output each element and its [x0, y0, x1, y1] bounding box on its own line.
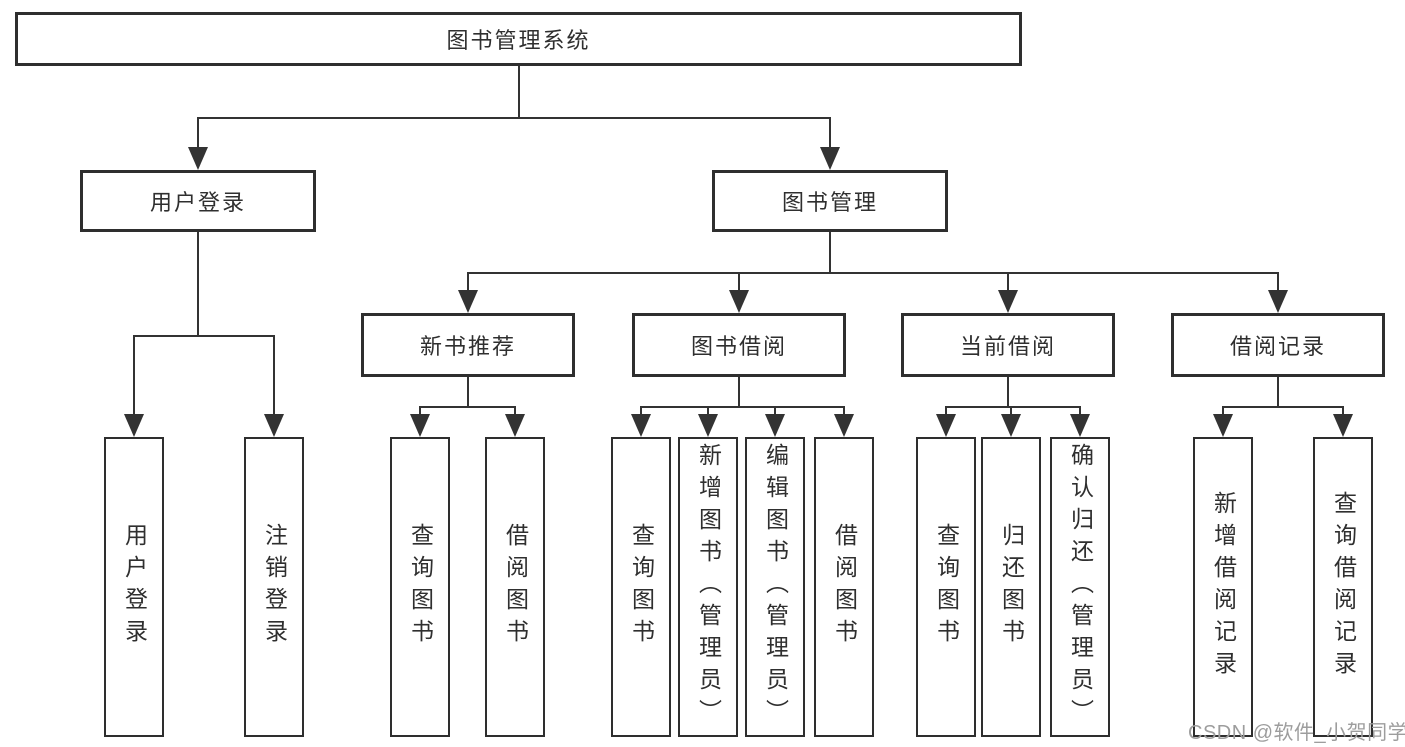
connector-drop	[1277, 272, 1279, 295]
arrow-down-icon	[458, 290, 478, 313]
connector-drop	[843, 406, 845, 419]
connector-stem	[1007, 377, 1009, 408]
node-label: 编辑图书（管理员）	[762, 443, 789, 731]
node-logout: 注销登录	[244, 437, 304, 737]
node-query-books-recommend: 查询图书	[390, 437, 450, 737]
connector-stem	[518, 66, 520, 119]
node-label: 当前借阅	[959, 334, 1056, 359]
connector-rail	[640, 406, 845, 408]
arrow-down-icon	[1333, 414, 1353, 437]
arrow-down-icon	[1213, 414, 1233, 437]
connector-drop	[829, 117, 831, 152]
connector-rail	[1222, 406, 1344, 408]
node-label: 查询图书	[407, 523, 434, 651]
connector-drop	[273, 335, 275, 419]
connector-drop	[1007, 272, 1009, 295]
node-return-books: 归还图书	[981, 437, 1041, 737]
node-borrow-books-borrowing: 借阅图书	[814, 437, 874, 737]
arrow-down-icon	[124, 414, 144, 437]
arrow-down-icon	[410, 414, 430, 437]
node-add-borrowing-record: 新增借阅记录	[1193, 437, 1253, 737]
connector-stem	[829, 232, 831, 274]
arrow-down-icon	[264, 414, 284, 437]
connector-stem	[738, 377, 740, 408]
node-label: 图书管理	[781, 190, 878, 215]
node-user-login: 用户登录	[104, 437, 164, 737]
node-query-borrowing-record: 查询借阅记录	[1313, 437, 1373, 737]
connector-drop	[738, 272, 740, 295]
connector-drop	[419, 406, 421, 419]
node-label: 查询图书	[933, 523, 960, 651]
watermark: CSDN @软件_小贺同学	[1188, 722, 1405, 744]
node-book-management: 图书管理	[712, 170, 948, 232]
arrow-down-icon	[1070, 414, 1090, 437]
node-label: 用户登录	[149, 190, 246, 215]
connector-drop	[467, 272, 469, 295]
arrow-down-icon	[1001, 414, 1021, 437]
node-user-login-group: 用户登录	[80, 170, 316, 232]
connector-drop	[640, 406, 642, 419]
connector-rail	[197, 117, 831, 119]
connector-stem	[197, 232, 199, 337]
node-book-borrowing: 图书借阅	[632, 313, 846, 377]
arrow-down-icon	[631, 414, 651, 437]
connector-drop	[945, 406, 947, 419]
node-label: 确认归还（管理员）	[1067, 443, 1094, 731]
connector-rail	[419, 406, 516, 408]
connector-drop	[133, 335, 135, 419]
arrow-down-icon	[834, 414, 854, 437]
node-label: 新书推荐	[419, 334, 516, 359]
node-label: 借阅图书	[502, 523, 529, 651]
node-edit-books-admin: 编辑图书（管理员）	[745, 437, 805, 737]
arrow-down-icon	[729, 290, 749, 313]
arrow-down-icon	[505, 414, 525, 437]
node-label: 借阅记录	[1229, 334, 1326, 359]
node-label: 用户登录	[121, 523, 148, 651]
connector-drop	[774, 406, 776, 419]
node-label: 新增图书（管理员）	[695, 443, 722, 731]
node-add-books-admin: 新增图书（管理员）	[678, 437, 738, 737]
node-label: 查询图书	[628, 523, 655, 651]
connector-rail	[467, 272, 1279, 274]
node-label: 借阅图书	[831, 523, 858, 651]
connector-drop	[1010, 406, 1012, 419]
node-label: 归还图书	[998, 523, 1025, 651]
node-query-books-borrowing: 查询图书	[611, 437, 671, 737]
node-borrowing-records: 借阅记录	[1171, 313, 1385, 377]
node-query-books-current: 查询图书	[916, 437, 976, 737]
node-label: 查询借阅记录	[1330, 491, 1357, 683]
arrow-down-icon	[820, 147, 840, 170]
node-label: 新增借阅记录	[1210, 491, 1237, 683]
connector-drop	[514, 406, 516, 419]
connector-drop	[707, 406, 709, 419]
node-new-book-recommend: 新书推荐	[361, 313, 575, 377]
connector-drop	[1342, 406, 1344, 419]
node-borrow-books-recommend: 借阅图书	[485, 437, 545, 737]
arrow-down-icon	[1268, 290, 1288, 313]
connector-drop	[1079, 406, 1081, 419]
node-label: 图书借阅	[690, 334, 787, 359]
connector-rail	[945, 406, 1081, 408]
node-current-borrowing: 当前借阅	[901, 313, 1115, 377]
arrow-down-icon	[698, 414, 718, 437]
node-library-management-system: 图书管理系统	[15, 12, 1022, 66]
arrow-down-icon	[765, 414, 785, 437]
connector-stem	[467, 377, 469, 408]
connector-stem	[1277, 377, 1279, 408]
node-label: 注销登录	[261, 523, 288, 651]
connector-drop	[1222, 406, 1224, 419]
arrow-down-icon	[998, 290, 1018, 313]
node-label: 图书管理系统	[446, 28, 591, 53]
connector-rail	[133, 335, 275, 337]
connector-drop	[197, 117, 199, 152]
node-confirm-return-admin: 确认归还（管理员）	[1050, 437, 1110, 737]
arrow-down-icon	[936, 414, 956, 437]
arrow-down-icon	[188, 147, 208, 170]
